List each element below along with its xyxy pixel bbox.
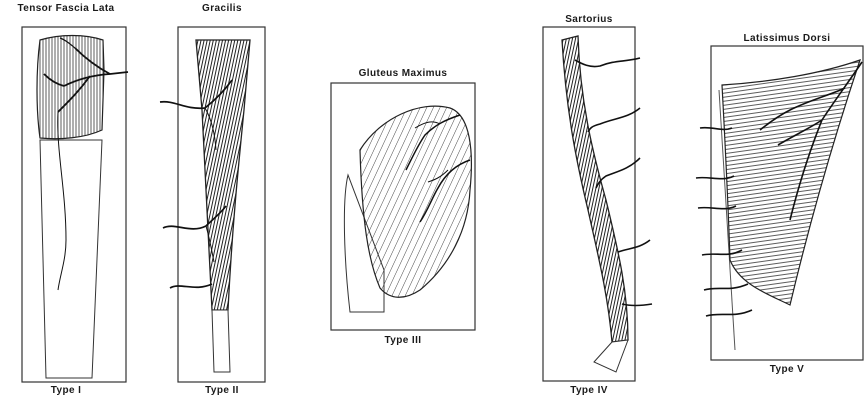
panel-tensor-fascia-lata bbox=[22, 27, 128, 382]
gracilis-muscle bbox=[196, 40, 250, 310]
gracilis-tendon bbox=[212, 310, 230, 372]
sartorius-muscle bbox=[562, 36, 628, 342]
panel-title: Gluteus Maximus bbox=[359, 68, 448, 79]
panel-title: Sartorius bbox=[565, 14, 613, 25]
sartorius-tendon bbox=[594, 340, 628, 372]
panel-gluteus-maximus bbox=[331, 83, 475, 330]
gluteus-muscle bbox=[360, 106, 471, 297]
panel-latissimus-dorsi bbox=[696, 46, 863, 360]
fascia-outline bbox=[40, 140, 102, 378]
type-label: Type V bbox=[770, 364, 804, 375]
panel-gracilis bbox=[160, 27, 265, 382]
tfl-muscle bbox=[37, 36, 104, 139]
panel-title: Latissimus Dorsi bbox=[744, 33, 831, 44]
type-label: Type II bbox=[205, 385, 239, 396]
panel-title: Tensor Fascia Lata bbox=[17, 3, 114, 14]
panel-sartorius bbox=[543, 27, 652, 381]
latissimus-muscle bbox=[722, 60, 860, 305]
type-label: Type I bbox=[51, 385, 82, 396]
type-label: Type III bbox=[385, 335, 422, 346]
type-label: Type IV bbox=[570, 385, 608, 396]
panel-title: Gracilis bbox=[202, 3, 242, 14]
